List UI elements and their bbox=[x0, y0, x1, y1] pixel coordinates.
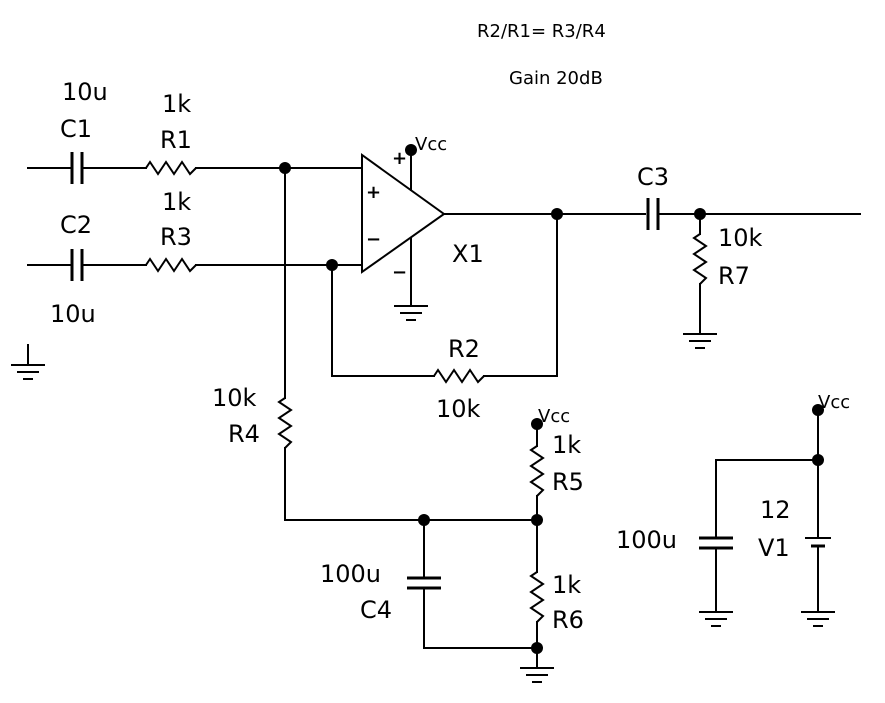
r5-label: R5 bbox=[552, 468, 584, 496]
resistor-r5 bbox=[529, 445, 545, 497]
resistor-r7 bbox=[692, 233, 708, 285]
ground-symbol-r7 bbox=[683, 333, 717, 349]
ground-symbol-opamp bbox=[394, 305, 428, 321]
r7-label: R7 bbox=[718, 262, 750, 290]
resistor-r1 bbox=[145, 160, 197, 176]
gain-note: Gain 20dB bbox=[509, 68, 603, 89]
x1-vplus-pin: + bbox=[392, 148, 407, 169]
x1-vminus-pin: − bbox=[392, 262, 407, 283]
r4-label: R4 bbox=[228, 420, 260, 448]
x1-noninverting-pin: + bbox=[366, 182, 381, 203]
capacitor-c3 bbox=[646, 198, 660, 230]
ratio-note: R2/R1= R3/R4 bbox=[477, 21, 606, 42]
ground-symbol-r6 bbox=[520, 667, 554, 683]
c1-label: C1 bbox=[60, 115, 92, 143]
c2-value: 10u bbox=[50, 300, 96, 328]
junction-divider bbox=[531, 514, 543, 526]
vcc-label-r5: Vcc bbox=[538, 406, 570, 427]
junction-r6-bottom bbox=[531, 642, 543, 654]
vcc-label-opamp: Vcc bbox=[415, 134, 447, 155]
resistor-r6 bbox=[529, 571, 545, 623]
x1-label: X1 bbox=[452, 240, 484, 268]
resistor-r4 bbox=[277, 397, 293, 449]
r1-label: R1 bbox=[160, 126, 192, 154]
r5-value: 1k bbox=[552, 431, 581, 459]
ground-symbol-decoupling bbox=[699, 611, 733, 627]
capacitor-c2 bbox=[70, 249, 84, 281]
r3-label: R3 bbox=[160, 223, 192, 251]
x1-inverting-pin: − bbox=[366, 229, 381, 250]
c4-value: 100u bbox=[320, 560, 381, 588]
c3-label: C3 bbox=[637, 163, 669, 191]
resistor-r2 bbox=[433, 368, 485, 384]
c1-value: 10u bbox=[62, 78, 108, 106]
junction-output bbox=[551, 208, 563, 220]
r7-value: 10k bbox=[718, 224, 763, 252]
r4-value: 10k bbox=[212, 384, 257, 412]
capacitor-c1 bbox=[70, 152, 84, 184]
r2-label: R2 bbox=[448, 335, 480, 363]
r6-value: 1k bbox=[552, 571, 581, 599]
r6-label: R6 bbox=[552, 606, 584, 634]
c2-label: C2 bbox=[60, 211, 92, 239]
battery-v1 bbox=[805, 537, 831, 548]
ground-symbol-left bbox=[11, 344, 45, 380]
capacitor-decoupling bbox=[699, 536, 733, 550]
r1-value: 1k bbox=[162, 90, 191, 118]
opamp-x1 bbox=[361, 149, 446, 307]
r3-value: 1k bbox=[162, 188, 191, 216]
vcc-label-supply: Vcc bbox=[818, 392, 850, 413]
vcc-node-opamp bbox=[405, 144, 417, 156]
v1-value: 12 bbox=[760, 496, 791, 524]
decoupling-cap-value: 100u bbox=[616, 526, 677, 554]
resistor-r3 bbox=[145, 257, 197, 273]
v1-label: V1 bbox=[758, 534, 790, 562]
input-2-path bbox=[27, 249, 363, 281]
ground-symbol-supply bbox=[801, 611, 835, 627]
capacitor-c4 bbox=[407, 576, 441, 590]
r2-value: 10k bbox=[436, 395, 481, 423]
c4-label: C4 bbox=[360, 596, 392, 624]
input-1-path bbox=[27, 152, 363, 184]
